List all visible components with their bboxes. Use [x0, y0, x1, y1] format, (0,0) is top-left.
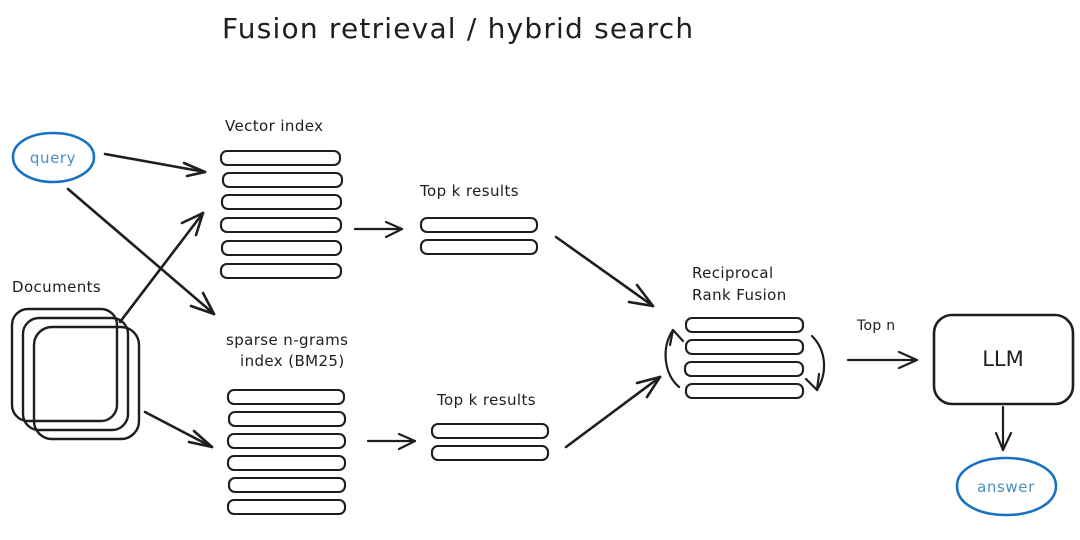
edge-vector-index-to-topk — [353, 220, 404, 239]
node-sparse-index-label-line2: index (BM25) — [240, 352, 345, 370]
node-rrf-label-line2: Rank Fusion — [692, 286, 787, 304]
diagram-title: Fusion retrieval / hybrid search — [222, 12, 694, 45]
rrf-loop-right-arrow-icon — [804, 334, 826, 392]
rrf-loop-left-arrow-icon — [664, 328, 685, 389]
edge-llm-to-answer — [994, 405, 1013, 452]
node-vector-index-label: Vector index — [225, 117, 323, 135]
node-query-label: query — [30, 149, 76, 167]
edge-rrf-to-llm — [846, 350, 919, 370]
node-rrf[interactable] — [683, 316, 805, 400]
edge-documents-to-sparse-index — [143, 410, 214, 449]
node-documents[interactable] — [10, 307, 141, 441]
node-topk-sparse-label: Top k results — [436, 391, 536, 409]
edge-query-to-sparse-index — [66, 187, 216, 316]
node-sparse-index[interactable] — [226, 388, 347, 516]
edge-topk-vector-to-rrf — [554, 235, 655, 308]
node-topk-sparse[interactable] — [430, 422, 550, 462]
edge-label-top-n: Top n — [856, 318, 895, 334]
node-query[interactable]: query — [11, 131, 96, 184]
node-topk-vector-label: Top k results — [419, 182, 519, 200]
node-sparse-index-label-line1: sparse n-grams — [226, 331, 348, 349]
node-answer-label: answer — [977, 478, 1035, 496]
edge-query-to-vector-index — [103, 152, 207, 178]
edge-documents-to-vector-index — [118, 211, 205, 324]
edge-sparse-index-to-topk — [366, 432, 417, 451]
node-rrf-label-line1: Reciprocal — [692, 264, 774, 282]
node-documents-label: Documents — [12, 278, 101, 296]
node-answer[interactable]: answer — [955, 456, 1058, 517]
node-llm-label: LLM — [982, 347, 1024, 371]
node-vector-index[interactable] — [219, 149, 344, 280]
node-llm[interactable]: LLM — [932, 313, 1075, 406]
node-topk-vector[interactable] — [419, 216, 539, 256]
edge-topk-sparse-to-rrf — [564, 375, 662, 449]
